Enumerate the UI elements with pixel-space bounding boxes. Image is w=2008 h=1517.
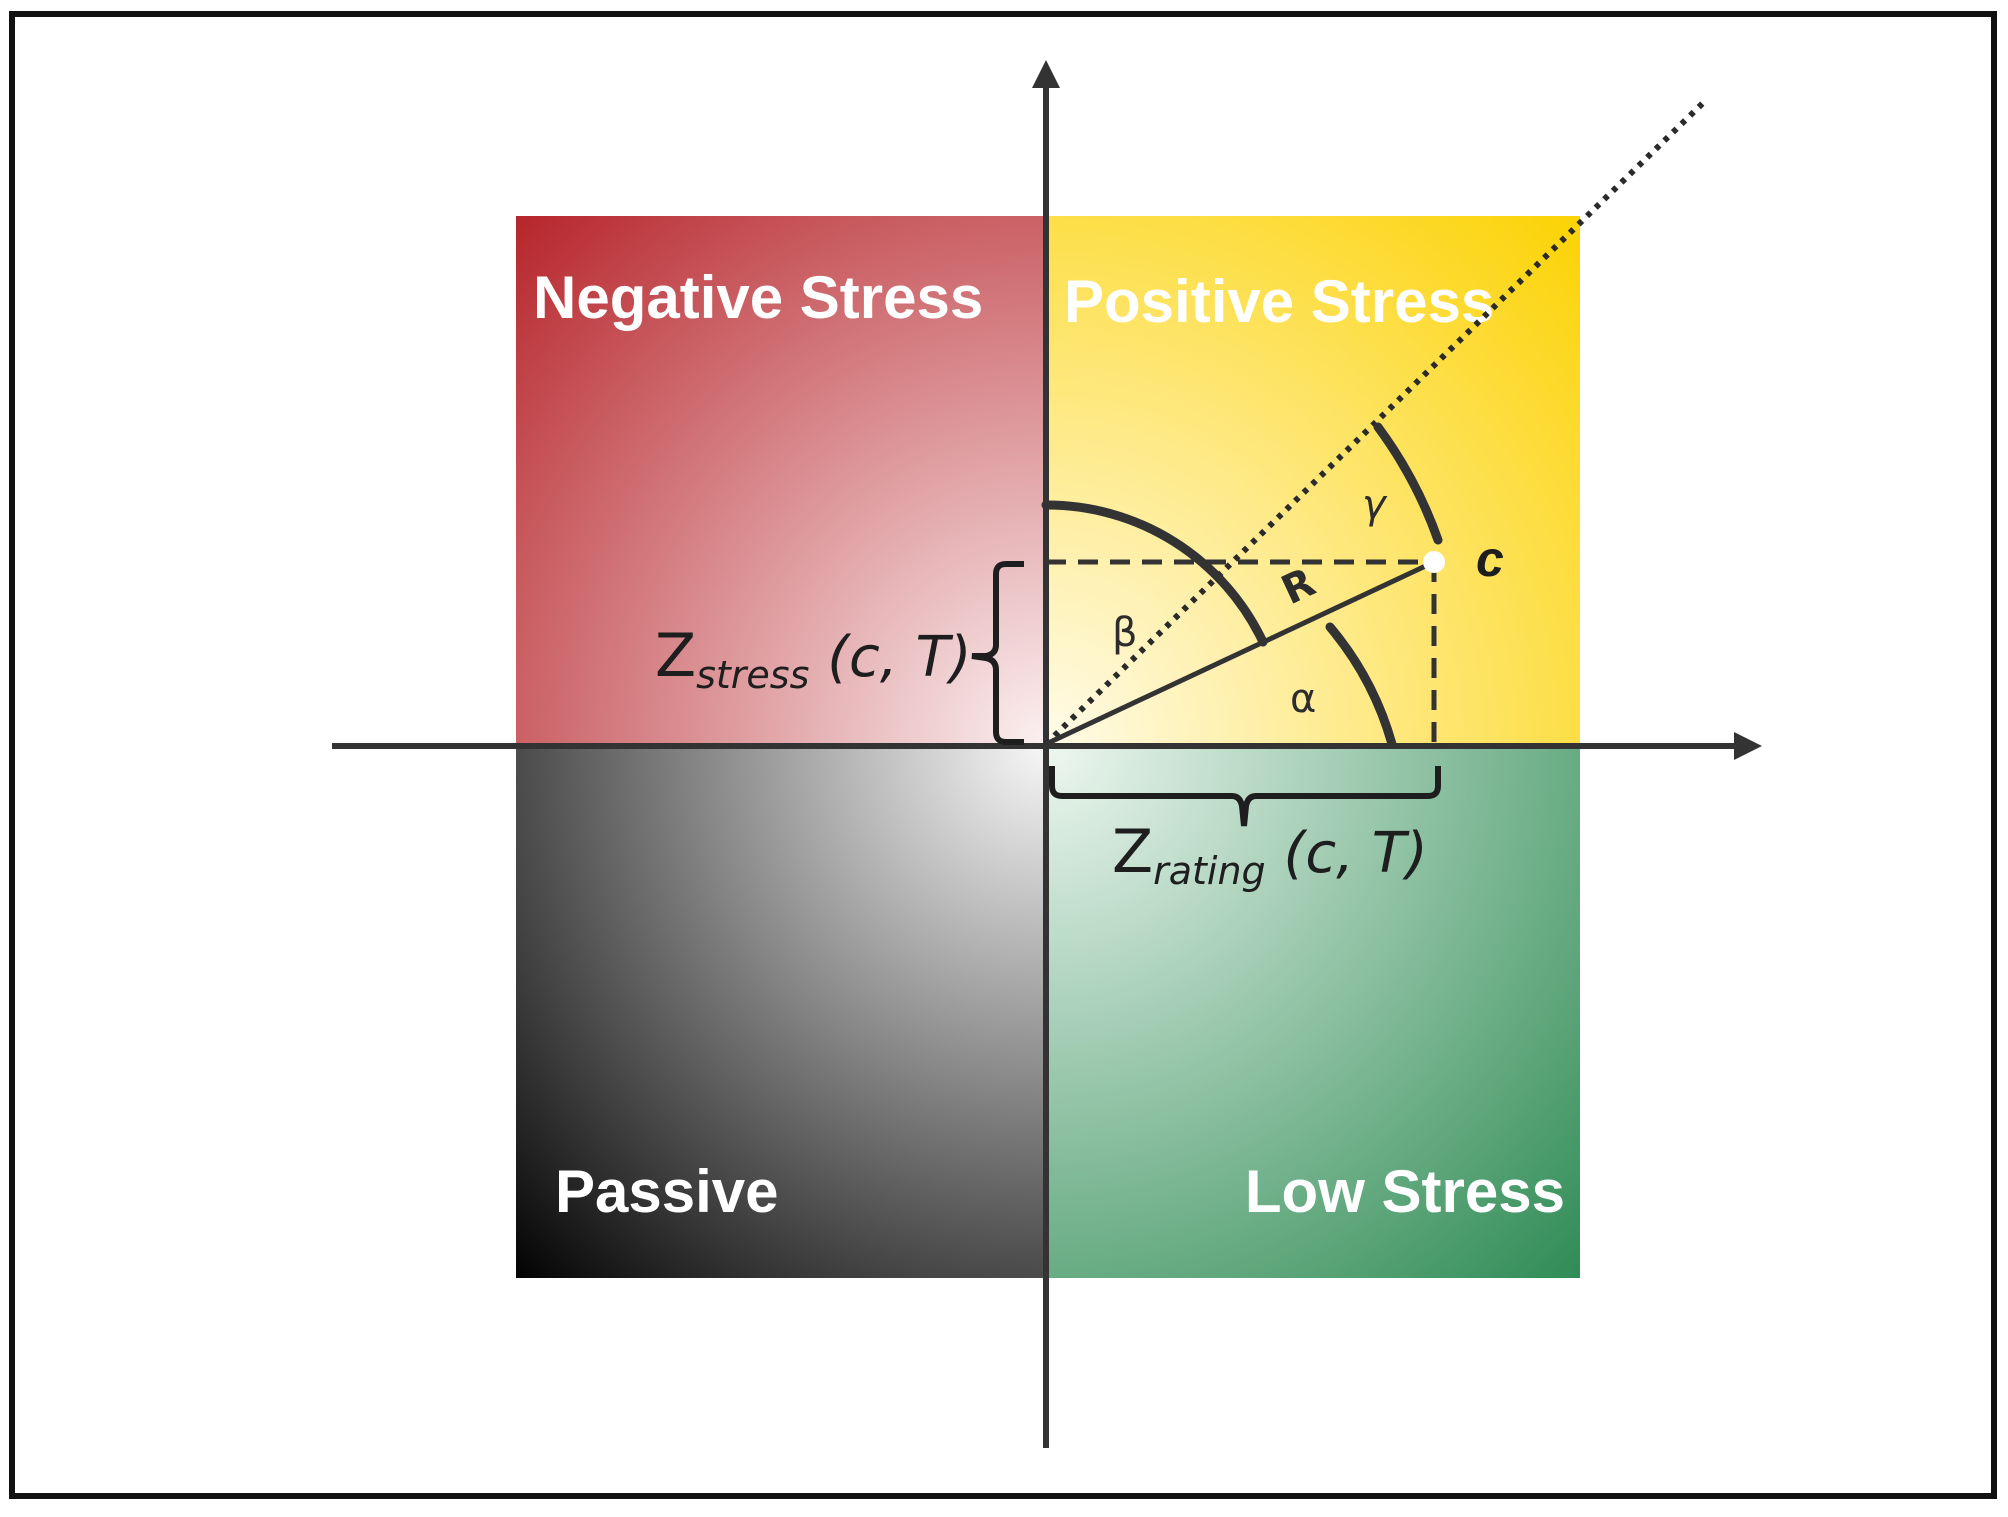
quadrant-low-stress [1046,744,1580,1278]
arc-alpha [1325,622,1397,749]
arc-gamma [1373,422,1443,545]
label-low-stress: Low Stress [1245,1158,1565,1225]
label-gamma: γ [1362,482,1388,528]
arc-beta [1041,500,1268,647]
label-point-c: c [1476,531,1504,587]
quadrant-negative-stress [516,216,1046,744]
label-positive-stress: Positive Stress [1064,268,1494,335]
label-passive: Passive [555,1158,779,1225]
label-alpha: α [1290,676,1316,722]
bracket-horizontal [1049,766,1441,827]
label-z-rating: Zrating (c, T) [1112,817,1428,893]
label-z-stress: Zstress (c, T) [655,621,972,697]
point-c-marker [1423,551,1445,573]
label-beta: β [1112,610,1138,656]
y-axis-arrowhead [1032,60,1060,88]
dotted-diagonal [1043,97,1709,747]
label-negative-stress: Negative Stress [533,264,983,331]
vector-r [1044,559,1436,747]
bracket-vertical [971,561,1024,745]
x-axis-arrowhead [1734,732,1762,760]
quadrant-passive [516,744,1046,1278]
